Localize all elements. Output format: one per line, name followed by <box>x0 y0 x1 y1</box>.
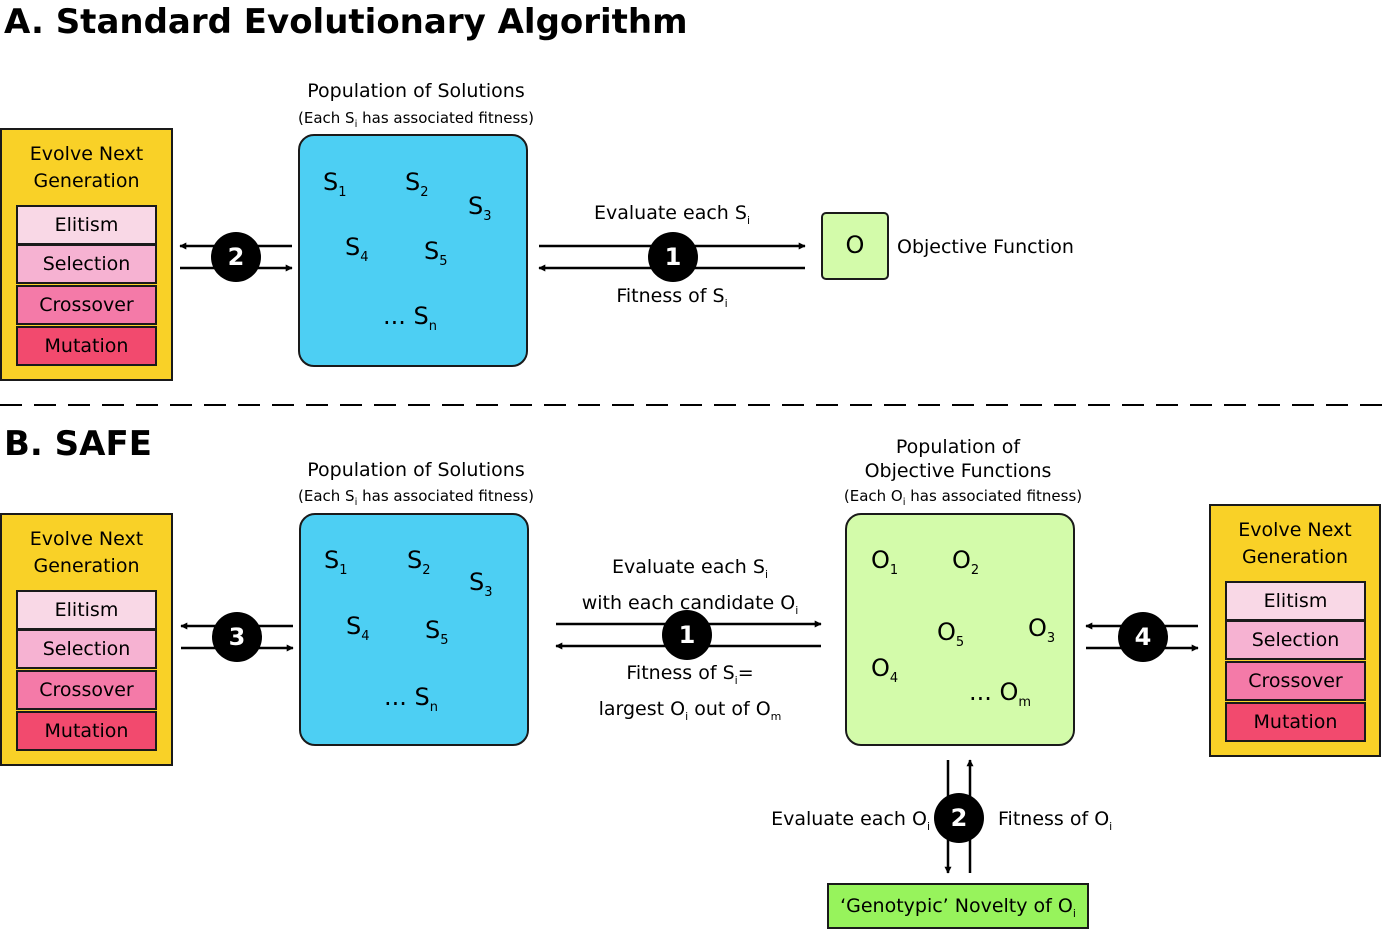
objective-functions-population-box <box>845 513 1075 746</box>
evolve-heading-line1: Evolve Next <box>1238 519 1352 541</box>
solution-s1: S1 <box>323 168 347 200</box>
population-subtitle: (Each Si has associated fitness) <box>298 109 534 130</box>
section-b-title: B. SAFE <box>4 424 152 464</box>
evolve-heading-line2: Generation <box>33 170 140 192</box>
step-1-marker: 1 <box>648 232 698 282</box>
population-title-b: Population of Solutions <box>307 459 525 481</box>
evolve-heading: Evolve Next Generation <box>2 526 171 580</box>
op-mutation: Mutation <box>16 711 157 751</box>
step-3-marker: 3 <box>212 612 262 662</box>
solution-s2: S2 <box>407 546 431 578</box>
op-mutation: Mutation <box>16 326 157 366</box>
fitness-of-label: Fitness of Si <box>616 285 728 310</box>
evolve-heading: Evolve Next Generation <box>1211 517 1379 571</box>
solution-s2: S2 <box>405 168 429 200</box>
op-crossover: Crossover <box>1225 661 1366 701</box>
solution-s5: S5 <box>424 237 448 269</box>
obj-population-subtitle: (Each Oi has associated fitness) <box>843 487 1083 508</box>
solution-s3: S3 <box>469 568 493 600</box>
evaluate-line2: with each candidate Oi <box>581 591 799 617</box>
evaluate-each-label: Evaluate each Si <box>593 202 751 227</box>
solution-s4: S4 <box>346 612 370 644</box>
fitness-of-o-label: Fitness of Oi <box>998 808 1113 833</box>
evolve-heading-line2: Generation <box>1242 546 1348 568</box>
step-2-marker: 2 <box>211 232 261 282</box>
solution-s4: S4 <box>345 233 369 265</box>
op-elitism: Elitism <box>1225 581 1366 621</box>
objective-o3: O3 <box>1028 614 1056 646</box>
step-1-marker: 1 <box>662 610 712 660</box>
solutions-population-box <box>298 134 528 367</box>
step-4-marker: 4 <box>1118 612 1168 662</box>
op-selection: Selection <box>1225 620 1366 660</box>
op-crossover: Crossover <box>16 670 157 710</box>
objective-om: ... Om <box>969 678 1032 710</box>
section-a-title: A. Standard Evolutionary Algorithm <box>4 2 688 42</box>
evolve-heading-line1: Evolve Next <box>29 528 144 550</box>
evaluate-each-o-label: Evaluate each Oi <box>771 808 930 833</box>
solution-s1: S1 <box>324 546 348 578</box>
objective-o1: O1 <box>871 546 899 578</box>
objective-function-label: Objective Function <box>897 236 1074 258</box>
op-mutation: Mutation <box>1225 702 1366 742</box>
solution-s5: S5 <box>425 616 449 648</box>
fitness-line2: largest Oi out of Om <box>598 697 782 723</box>
evolve-next-generation-box-left: Evolve Next Generation Elitism Selection… <box>0 513 173 766</box>
op-elitism: Elitism <box>16 590 157 630</box>
solution-sn: ... Sn <box>384 683 438 715</box>
op-elitism: Elitism <box>16 205 157 245</box>
population-subtitle-b: (Each Si has associated fitness) <box>298 487 534 508</box>
solution-s3: S3 <box>468 192 492 224</box>
solution-sn: ... Sn <box>383 302 437 334</box>
evaluate-line1: Evaluate each Si <box>611 556 769 581</box>
fitness-largest-label: Fitness of Si= largest Oi out of Om <box>565 659 815 731</box>
evolve-next-generation-box-right: Evolve Next Generation Elitism Selection… <box>1209 504 1381 757</box>
objective-o4: O4 <box>871 654 899 686</box>
population-title: Population of Solutions <box>307 80 525 102</box>
evaluate-with-candidates-label: Evaluate each Si with each candidate Oi <box>565 553 815 625</box>
op-crossover: Crossover <box>16 285 157 325</box>
solutions-population-box-b <box>299 513 529 746</box>
objective-o5: O5 <box>937 618 965 650</box>
genotypic-novelty-box: ‘Genotypic’ Novelty of Oi <box>827 883 1089 929</box>
objective-o2: O2 <box>952 546 980 578</box>
evolve-heading-line2: Generation <box>33 555 140 577</box>
op-selection: Selection <box>16 629 157 669</box>
op-selection: Selection <box>16 244 157 284</box>
evolve-heading-line1: Evolve Next <box>29 143 144 165</box>
step-2-marker: 2 <box>934 793 984 843</box>
evolve-next-generation-box: Evolve Next Generation Elitism Selection… <box>0 128 173 381</box>
objective-function-box: O <box>821 212 889 280</box>
obj-population-title-line2: Objective Functions <box>864 460 1052 482</box>
fitness-line1: Fitness of Si= <box>626 662 754 687</box>
obj-population-title-line1: Population of <box>895 436 1021 458</box>
evolve-heading: Evolve Next Generation <box>2 141 171 195</box>
